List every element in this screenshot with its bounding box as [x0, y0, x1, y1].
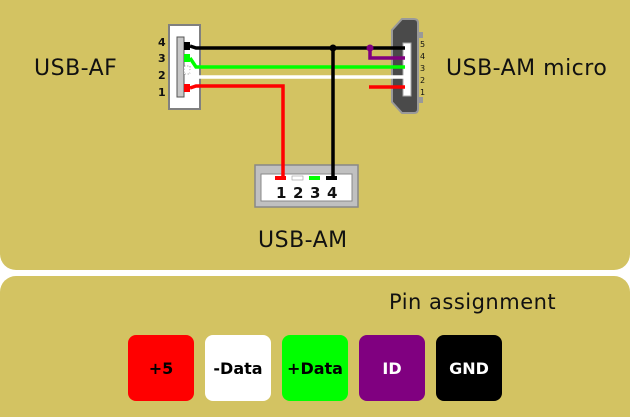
am-pin-2: 2: [293, 184, 303, 202]
legend-label: ID: [382, 358, 402, 378]
wiring-diagram: 4 3 2 1 5 4 3 2 1 1 2 3 4: [158, 18, 425, 208]
usb-am-connector: 1 2 3 4: [254, 164, 359, 208]
gnd-junction: [329, 44, 337, 52]
wire-red-plus5: [189, 84, 285, 178]
legend-id: ID: [359, 335, 425, 401]
legend-label: +5: [148, 358, 174, 378]
af-pin-1: 1: [158, 86, 166, 99]
legend-label: GND: [449, 358, 489, 378]
legend-gnd: GND: [436, 335, 502, 401]
legend-label: -Data: [213, 358, 263, 378]
legend-plus5: +5: [128, 335, 194, 401]
micro-pin-4: 4: [420, 52, 425, 61]
af-pin-2: 2: [158, 69, 166, 82]
wire-green-plus-data: [188, 57, 405, 69]
micro-pin-1: 1: [420, 88, 425, 97]
micro-pin-2: 2: [420, 76, 425, 85]
wiring-panel: [0, 0, 630, 270]
micro-pin-5: 5: [420, 40, 425, 49]
pin-assignment-title: Pin assignment: [389, 290, 557, 314]
af-pin-3: 3: [158, 52, 166, 65]
wire-white-minus-data: [188, 68, 405, 79]
am-pin-4: 4: [327, 184, 337, 202]
am-pin-3: 3: [310, 184, 320, 202]
am-pin-1: 1: [276, 184, 286, 202]
legend-minus-data: -Data: [205, 335, 271, 401]
usb-am-label: USB-AM: [258, 228, 348, 253]
usb-af-label: USB-AF: [34, 56, 118, 81]
id-junction: [366, 44, 374, 52]
micro-pin-3: 3: [420, 64, 425, 73]
legend-label: +Data: [287, 358, 343, 378]
af-pin-4: 4: [158, 36, 166, 49]
legend-plus-data: +Data: [282, 335, 348, 401]
usb-af-connector: 4 3 2 1: [158, 24, 201, 110]
usb-am-micro-label: USB-AM micro: [446, 56, 608, 81]
